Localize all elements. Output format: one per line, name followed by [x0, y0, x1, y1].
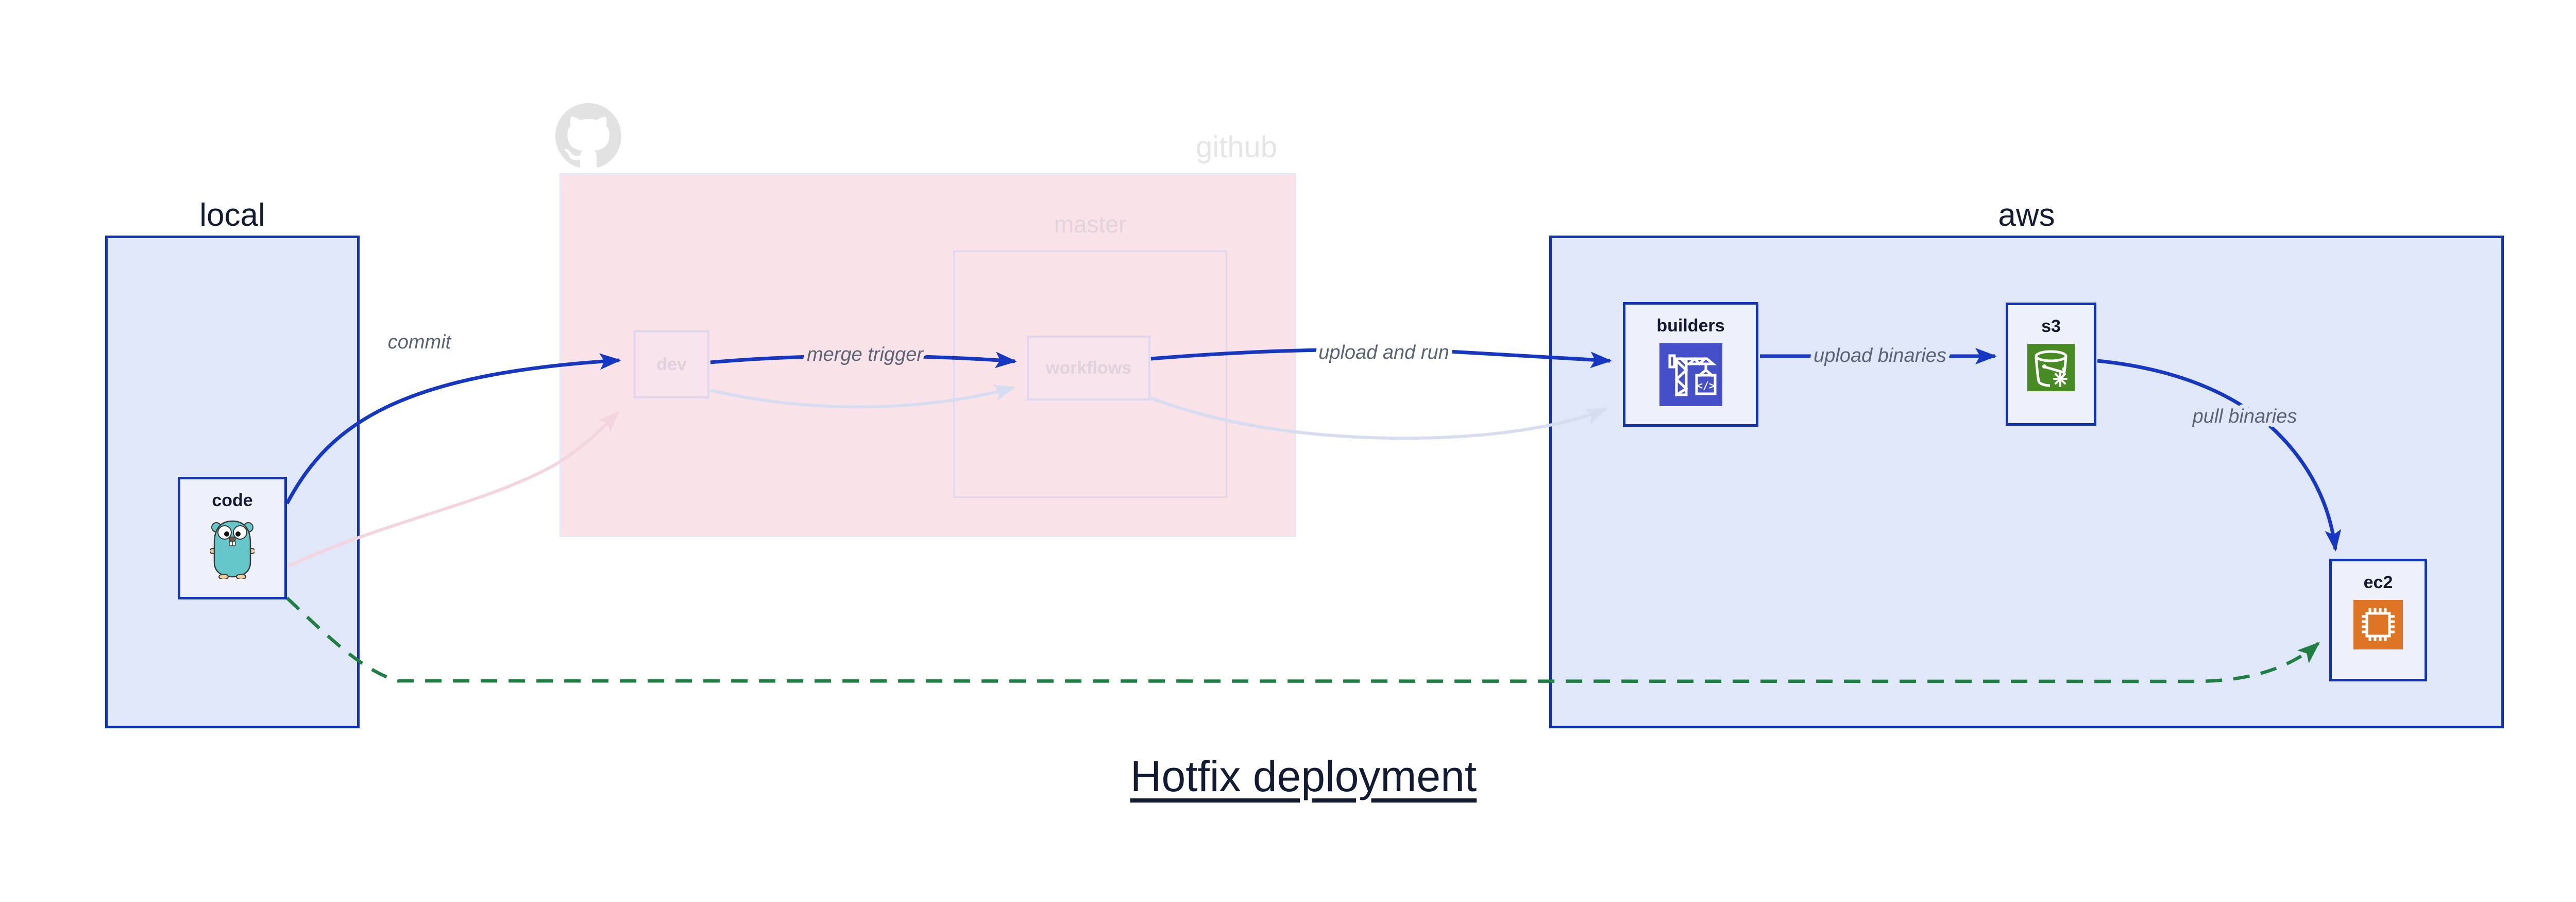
node-dev-label: dev — [656, 354, 687, 374]
edge-label-merge-trigger: merge trigger — [807, 344, 924, 365]
region-master-label: master — [1054, 211, 1127, 238]
edge-label-commit: commit — [388, 331, 452, 353]
edge-merge-trigger — [710, 352, 1017, 369]
edge-commit — [285, 353, 621, 505]
node-dev: dev — [634, 330, 709, 398]
edge-label-upload-binaries: upload binaries — [1814, 345, 1946, 366]
node-builders: builders </> — [1623, 302, 1758, 427]
diagram-title: Hotfix deployment — [1130, 752, 1477, 800]
node-code: code — [178, 477, 287, 599]
s3-bucket-icon — [2027, 344, 2075, 391]
node-ec2: ec2 — [2329, 559, 2427, 681]
region-aws-label: aws — [1998, 197, 2055, 233]
github-logo-icon — [555, 103, 621, 168]
codebuild-crane-icon: </> — [1659, 343, 1722, 406]
region-master — [953, 250, 1227, 498]
region-github-label: github — [1195, 130, 1278, 164]
go-gopher-icon — [210, 520, 255, 579]
ec2-chip-icon — [2353, 600, 2403, 649]
edge-label-pull-binaries: pull binaries — [2192, 406, 2297, 427]
edge-pull-binaries — [2097, 359, 2342, 552]
node-builders-label: builders — [1656, 316, 1725, 336]
node-s3: s3 — [2006, 303, 2096, 426]
node-workflows: workflows — [1027, 336, 1150, 400]
edge-workflows-builders-faded — [1150, 396, 1607, 440]
edge-label-upload-and-run: upload and run — [1318, 342, 1449, 363]
node-workflows-label: workflows — [1045, 358, 1132, 378]
edge-code-dev-faded — [287, 411, 620, 567]
node-code-label: code — [212, 491, 253, 510]
region-local-label: local — [199, 197, 265, 233]
edge-hotfix-dashed — [285, 596, 2320, 683]
edge-dev-workflows-faded — [710, 385, 1016, 409]
svg-text:</>: </> — [1696, 379, 1715, 392]
node-ec2-label: ec2 — [2363, 573, 2393, 592]
node-s3-label: s3 — [2041, 316, 2061, 336]
edge-upload-and-run — [1150, 347, 1612, 369]
